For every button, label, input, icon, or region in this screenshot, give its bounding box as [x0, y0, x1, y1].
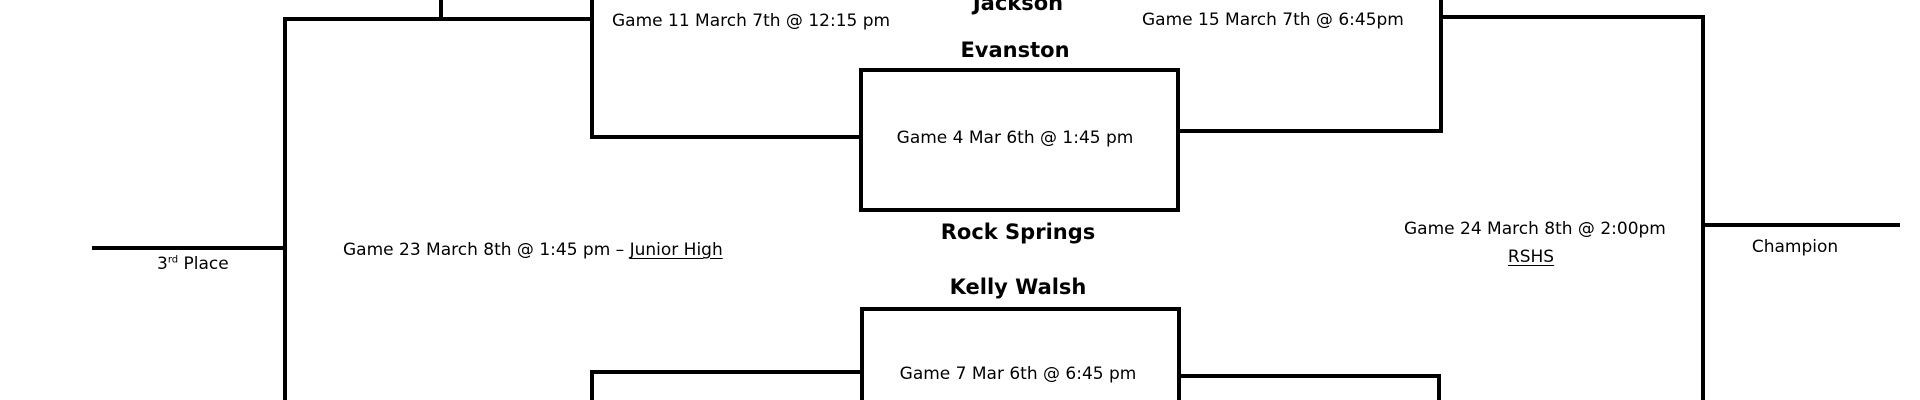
third-place-suffix: rd [167, 254, 179, 266]
game-24-venue: RSHS [1507, 247, 1555, 267]
game-11-label: Game 11 March 7th @ 12:15 pm [612, 11, 891, 31]
game-23-label: Game 23 March 8th @ 1:45 pm – Junior Hig… [343, 240, 723, 260]
bracket-line-group [92, 0, 1900, 400]
game-7-label: Game 7 Mar 6th @ 6:45 pm [899, 364, 1137, 384]
champion-label: Champion [1751, 237, 1839, 257]
third-place-number: 3 [157, 254, 168, 274]
game-23-venue: Junior High [629, 240, 723, 260]
game-15-label: Game 15 March 7th @ 6:45pm [1142, 10, 1404, 30]
team-name-jackson: Jackson [972, 0, 1064, 15]
third-place-label: 3rd Place [157, 254, 229, 274]
team-name-rock-springs: Rock Springs [940, 220, 1096, 244]
third-place-word: Place [178, 254, 229, 274]
game-7-box [860, 307, 1181, 400]
team-name-evanston: Evanston [960, 38, 1070, 62]
game-4-box [859, 68, 1180, 212]
game-23-text: Game 23 March 8th @ 1:45 pm – [343, 240, 630, 260]
team-name-kelly-walsh: Kelly Walsh [949, 275, 1087, 299]
game-24-label: Game 24 March 8th @ 2:00pm [1404, 219, 1666, 239]
game-4-label: Game 4 Mar 6th @ 1:45 pm [896, 128, 1134, 148]
